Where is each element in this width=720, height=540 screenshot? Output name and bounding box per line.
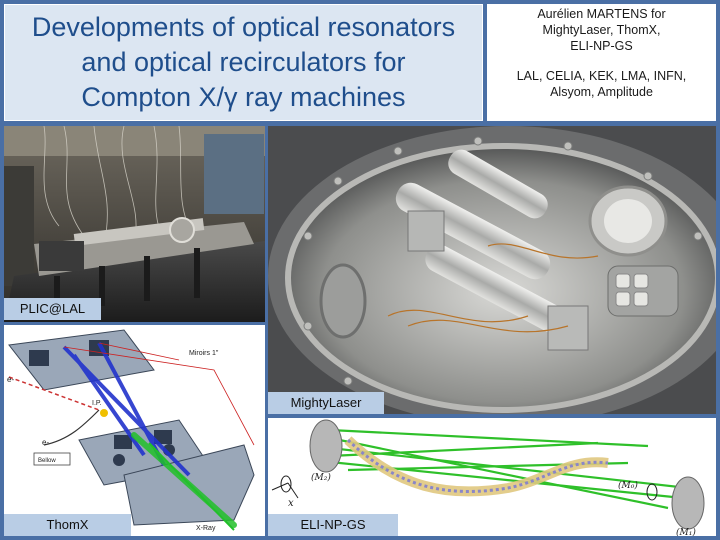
author-line: Aurélien MARTENS for <box>537 7 666 21</box>
plic-caption: PLIC@LAL <box>4 298 101 320</box>
title-box: Developments of optical resonators and o… <box>4 4 483 121</box>
author-line: ELI-NP-GS <box>570 39 633 53</box>
plic-lab-photo <box>4 126 265 322</box>
slide-title: Developments of optical resonators and o… <box>26 10 461 115</box>
mirror-label: Miroirs 1" <box>189 350 219 357</box>
electron-out-label: e- <box>42 438 49 447</box>
xray-label: X-Ray <box>196 525 216 532</box>
author-box: Aurélien MARTENS for MightyLaser, ThomX,… <box>487 4 716 121</box>
m1-label: (M₁) <box>676 527 696 536</box>
m2-label: (M₂) <box>311 472 331 483</box>
thomx-schematic: Miroirs 1" e- e- I.P. Bellow X-Ray <box>4 325 265 536</box>
x-axis-label: x <box>288 498 294 509</box>
institutes-line: Alsyom, Amplitude <box>550 85 653 99</box>
title-line: Compton X/γ ray machines <box>81 82 406 112</box>
electron-in-label: e- <box>7 375 14 384</box>
title-line: Developments of optical resonators <box>31 12 456 42</box>
mightylaser-caption: MightyLaser <box>268 392 384 414</box>
title-line: and optical recirculators for <box>81 47 406 77</box>
bellow-label: Bellow <box>38 458 56 464</box>
mightylaser-photo <box>268 126 716 414</box>
ip-label: I.P. <box>92 400 102 407</box>
optical-bench-illustration <box>4 126 265 322</box>
thomx-cavity-diagram: Miroirs 1" e- e- I.P. Bellow X-Ray <box>7 329 255 532</box>
eli-recirculator-diagram: (M₂) (M₀) (M₁) x <box>271 419 705 536</box>
institutes-line: LAL, CELIA, KEK, LMA, INFN, <box>516 69 687 83</box>
vacuum-chamber-illustration <box>268 126 716 414</box>
thomx-caption: ThomX <box>4 514 131 536</box>
eli-caption: ELI-NP-GS <box>268 514 398 536</box>
m0-label: (M₀) <box>618 480 638 491</box>
author-line: MightyLaser, ThomX, <box>542 23 661 37</box>
